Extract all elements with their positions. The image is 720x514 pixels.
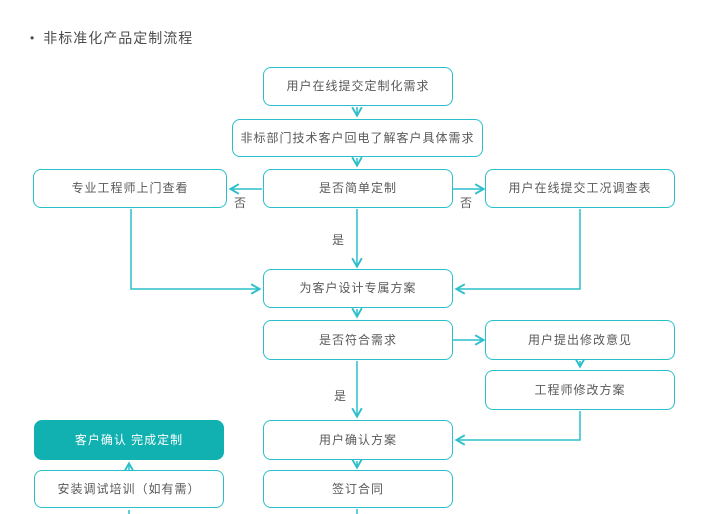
flow-node-install-training: 安装调试培训（如有需） xyxy=(34,470,224,508)
flow-node-dept-callback: 非标部门技术客户回电了解客户具体需求 xyxy=(232,119,483,157)
edge-label-no-left: 否 xyxy=(233,196,246,210)
edge-label-no-right: 否 xyxy=(459,196,472,210)
flow-node-submit-request: 用户在线提交定制化需求 xyxy=(263,67,453,106)
flow-node-sign-contract: 签订合同 xyxy=(263,470,453,508)
edge-label-yes-bottom: 是 xyxy=(333,389,346,403)
flow-node-meets-needs-decision: 是否符合需求 xyxy=(263,320,453,360)
connector xyxy=(457,209,581,289)
flow-node-user-confirm-plan: 用户确认方案 xyxy=(263,420,453,460)
edge-label-yes-top: 是 xyxy=(331,233,344,247)
flow-node-engineer-visit: 专业工程师上门查看 xyxy=(33,169,227,208)
connector xyxy=(457,411,581,440)
flow-node-simple-custom-decision: 是否简单定制 xyxy=(263,169,453,208)
connector xyxy=(130,209,259,289)
flow-node-submit-survey: 用户在线提交工况调查表 xyxy=(485,169,675,208)
bullet-icon: • xyxy=(30,31,36,45)
flow-node-user-feedback: 用户提出修改意见 xyxy=(485,320,675,360)
flow-node-confirm-complete: 客户确认 完成定制 xyxy=(34,420,224,460)
flow-node-design-plan: 为客户设计专属方案 xyxy=(263,269,453,308)
page-title-text: 非标准化产品定制流程 xyxy=(43,30,194,46)
flow-node-engineer-revise: 工程师修改方案 xyxy=(485,370,675,410)
page-title: • 非标准化产品定制流程 xyxy=(30,28,193,48)
